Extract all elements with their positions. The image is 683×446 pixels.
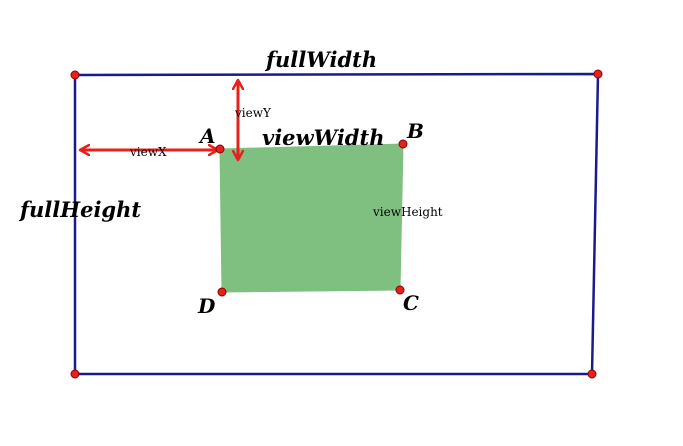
- view-width-label: viewWidth: [262, 125, 384, 150]
- point-b: [398, 139, 408, 149]
- view-y-label: viewY: [234, 106, 272, 120]
- point-a-label: A: [198, 124, 216, 148]
- point-c-label: C: [403, 291, 419, 315]
- view-x-label: viewX: [129, 145, 167, 159]
- point-b-label: B: [406, 119, 424, 143]
- outer-corner-top-left: [70, 70, 80, 80]
- full-width-label: fullWidth: [264, 47, 377, 72]
- full-height-label: fullHeight: [18, 197, 141, 222]
- point-c: [395, 285, 405, 295]
- view-height-label: viewHeight: [372, 205, 443, 219]
- outer-corner-bottom-left: [70, 369, 80, 379]
- outer-corner-bottom-right: [587, 369, 597, 379]
- point-d: [217, 287, 227, 297]
- outer-corner-top-right: [593, 69, 603, 79]
- point-d-label: D: [197, 294, 216, 318]
- point-a: [215, 144, 225, 154]
